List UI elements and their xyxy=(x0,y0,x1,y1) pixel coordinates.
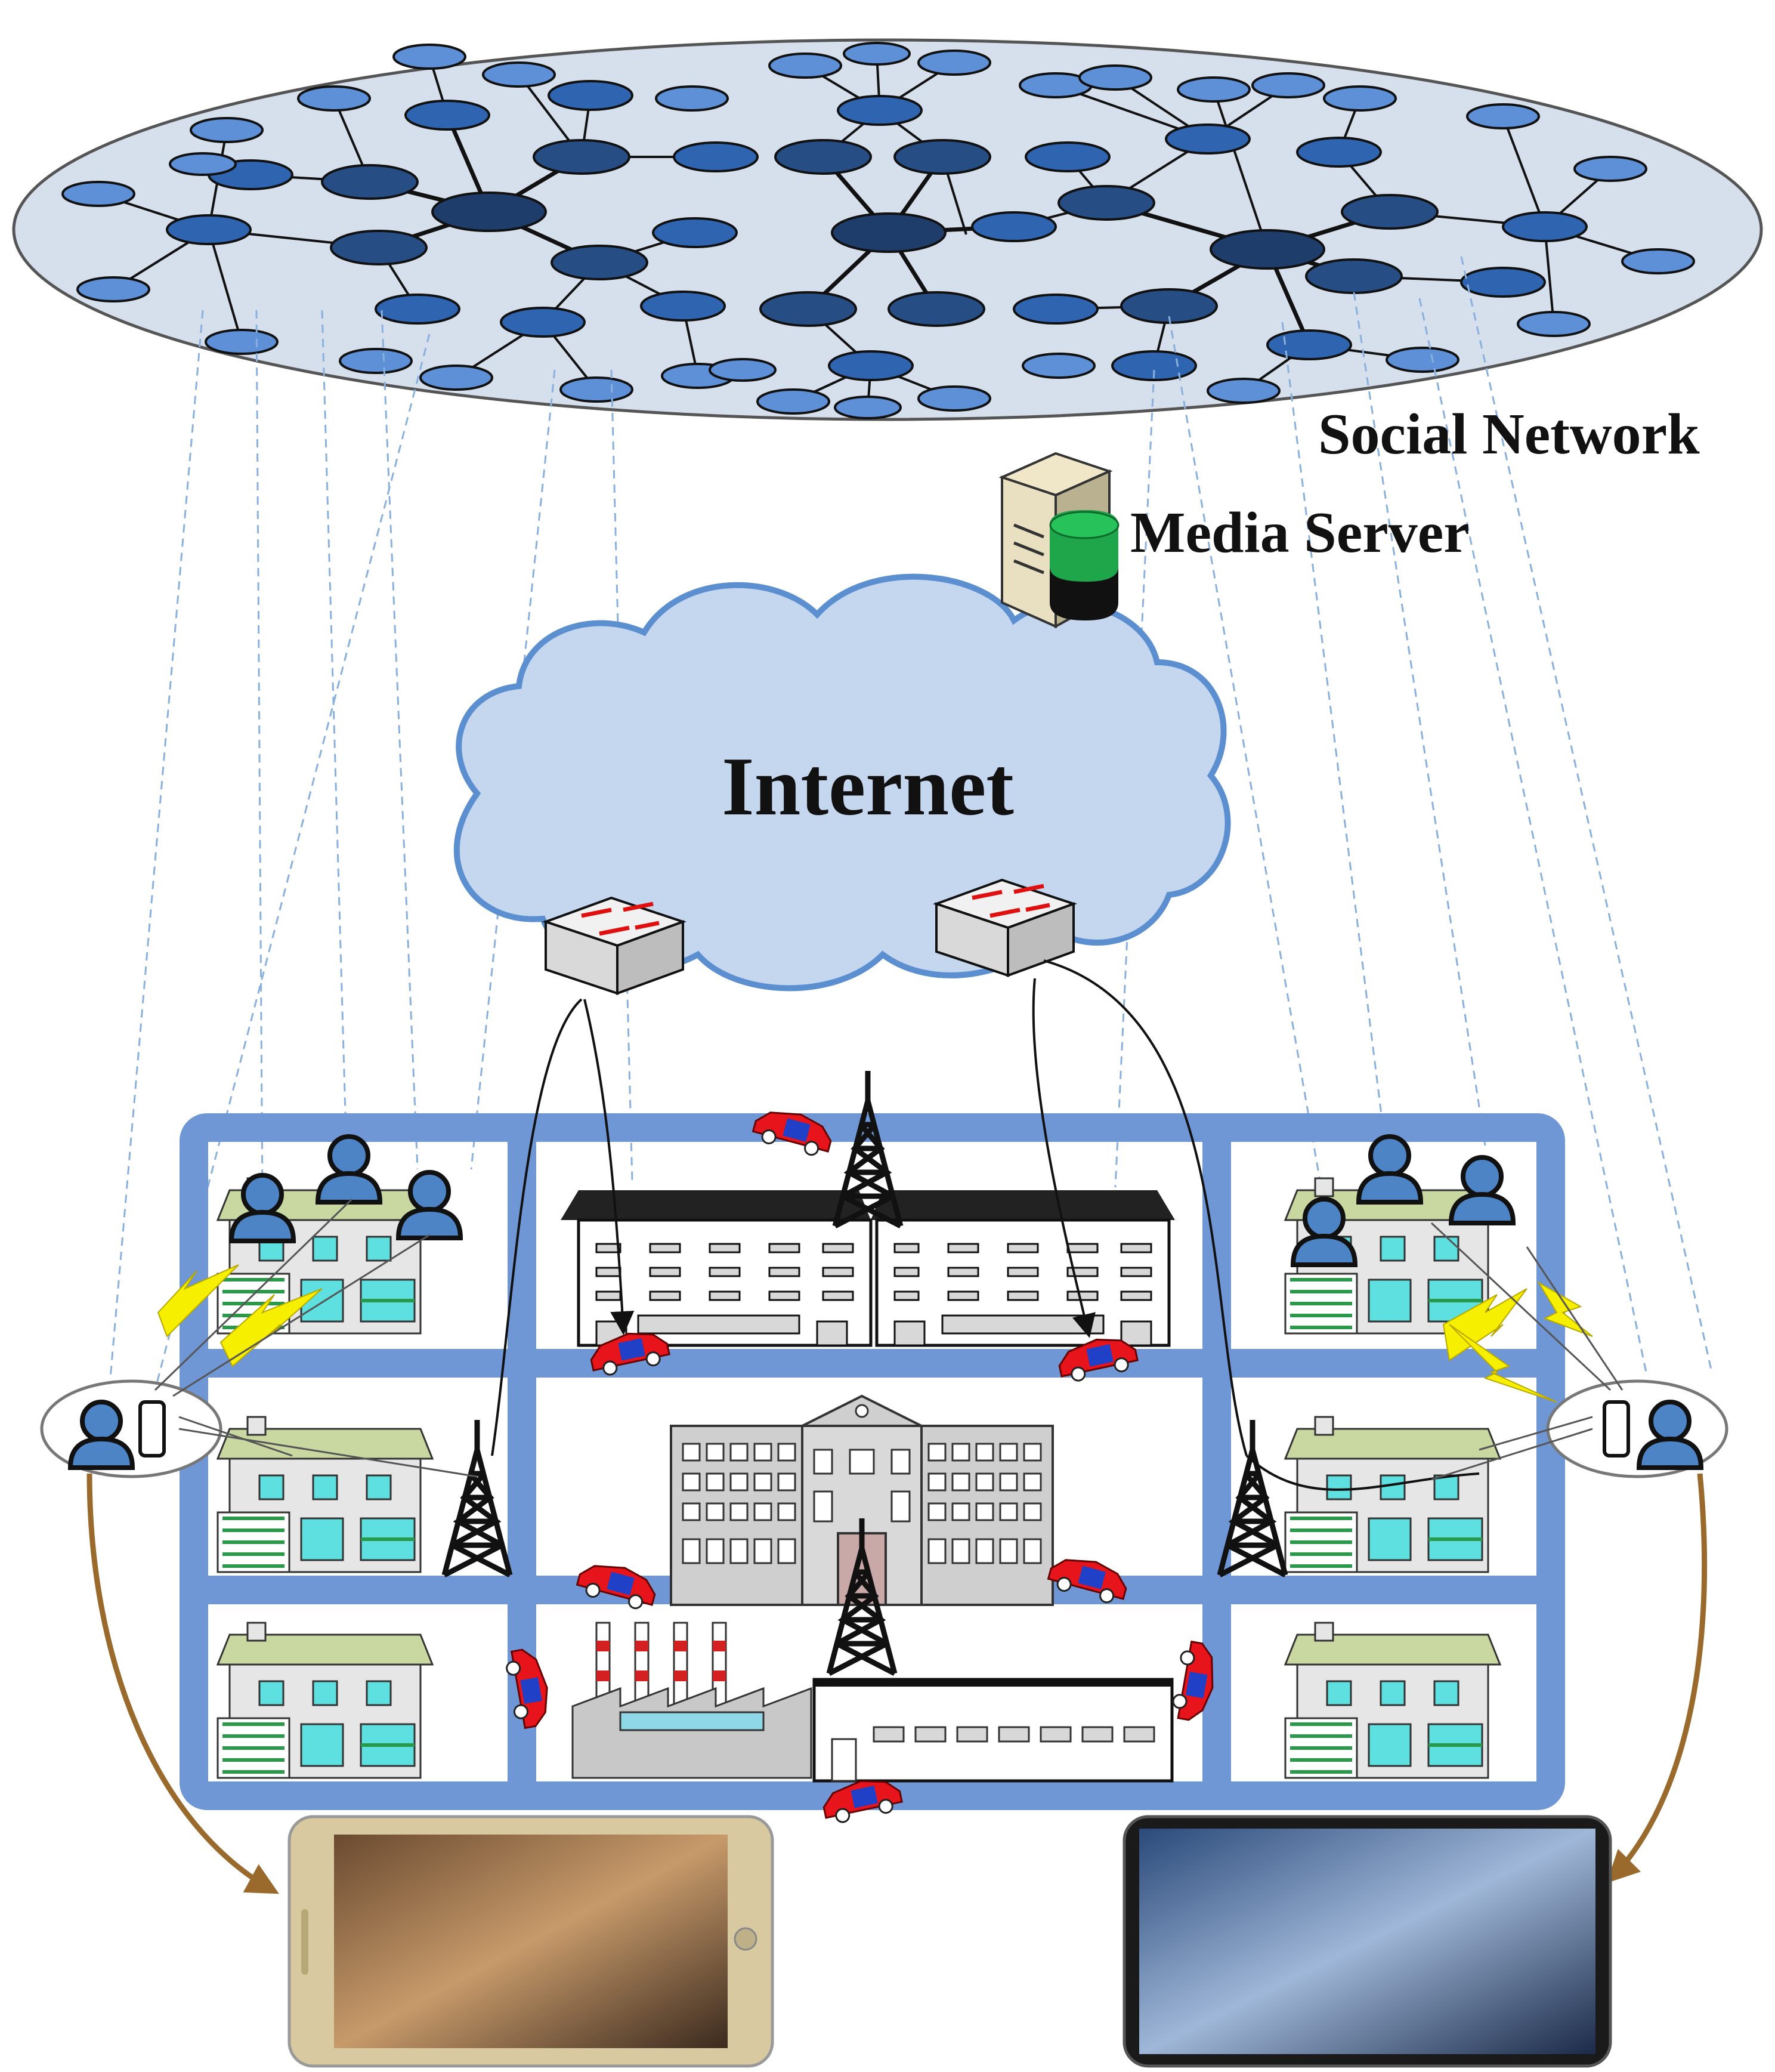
smartphone-icon xyxy=(138,1400,166,1457)
video-screen-right xyxy=(1139,1829,1595,2054)
mobile-user-right xyxy=(1430,1222,1728,1481)
wireless-links xyxy=(157,1264,1593,1403)
house-icon xyxy=(1285,1623,1500,1778)
government-building xyxy=(670,1394,1054,1606)
smartphone-left xyxy=(287,1815,774,2068)
video-screen-left xyxy=(334,1835,728,2048)
house-icon xyxy=(218,1623,432,1778)
office-building xyxy=(561,1190,1175,1347)
user-icon xyxy=(318,1137,380,1202)
smartphone-icon xyxy=(1603,1400,1630,1457)
house-icon xyxy=(1285,1417,1500,1572)
social-network-nodes xyxy=(61,42,1695,419)
social-network-label: Social Network xyxy=(1318,402,1700,467)
cell-tower-icon xyxy=(444,1420,510,1575)
media-server-label: Media Server xyxy=(1130,501,1470,565)
router-links xyxy=(491,959,1480,1491)
social-network-graph xyxy=(12,38,1763,421)
internet-cloud-shape xyxy=(453,573,1231,992)
smartphone-right xyxy=(1122,1815,1612,2068)
internet-label: Internet xyxy=(722,740,1014,833)
warehouse-building xyxy=(812,1678,1174,1783)
internet-cloud: Internet xyxy=(453,573,1231,992)
car-icon xyxy=(750,1103,837,1160)
mobile-user-left xyxy=(40,1198,478,1478)
playback-arrows xyxy=(86,1473,1708,1894)
factory-building xyxy=(571,1622,812,1779)
database-server-icon xyxy=(998,452,1120,629)
user-icon xyxy=(1359,1137,1421,1202)
